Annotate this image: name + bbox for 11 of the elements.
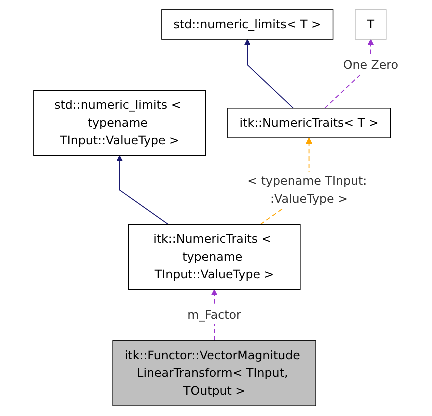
node-box: T [354, 10, 387, 40]
edge-label: < typename TInput: :ValueType > [247, 174, 367, 206]
node-box: itk::NumericTraits < typename TInput::ValueType > [128, 224, 301, 290]
edge-label: m_Factor [187, 308, 242, 322]
node-box: itk::NumericTraits< T > [227, 108, 391, 138]
node-box: std::numeric_limits < typename TInput::ValueType > [33, 90, 206, 156]
arrow [116, 156, 169, 226]
edge-label: One Zero [343, 58, 398, 72]
node-box: itk::Functor::VectorMagnitude LinearTransform< TInput, TOutput > [112, 340, 316, 406]
arrow [244, 39, 294, 109]
node-box: std::numeric_limits< T > [161, 10, 334, 40]
